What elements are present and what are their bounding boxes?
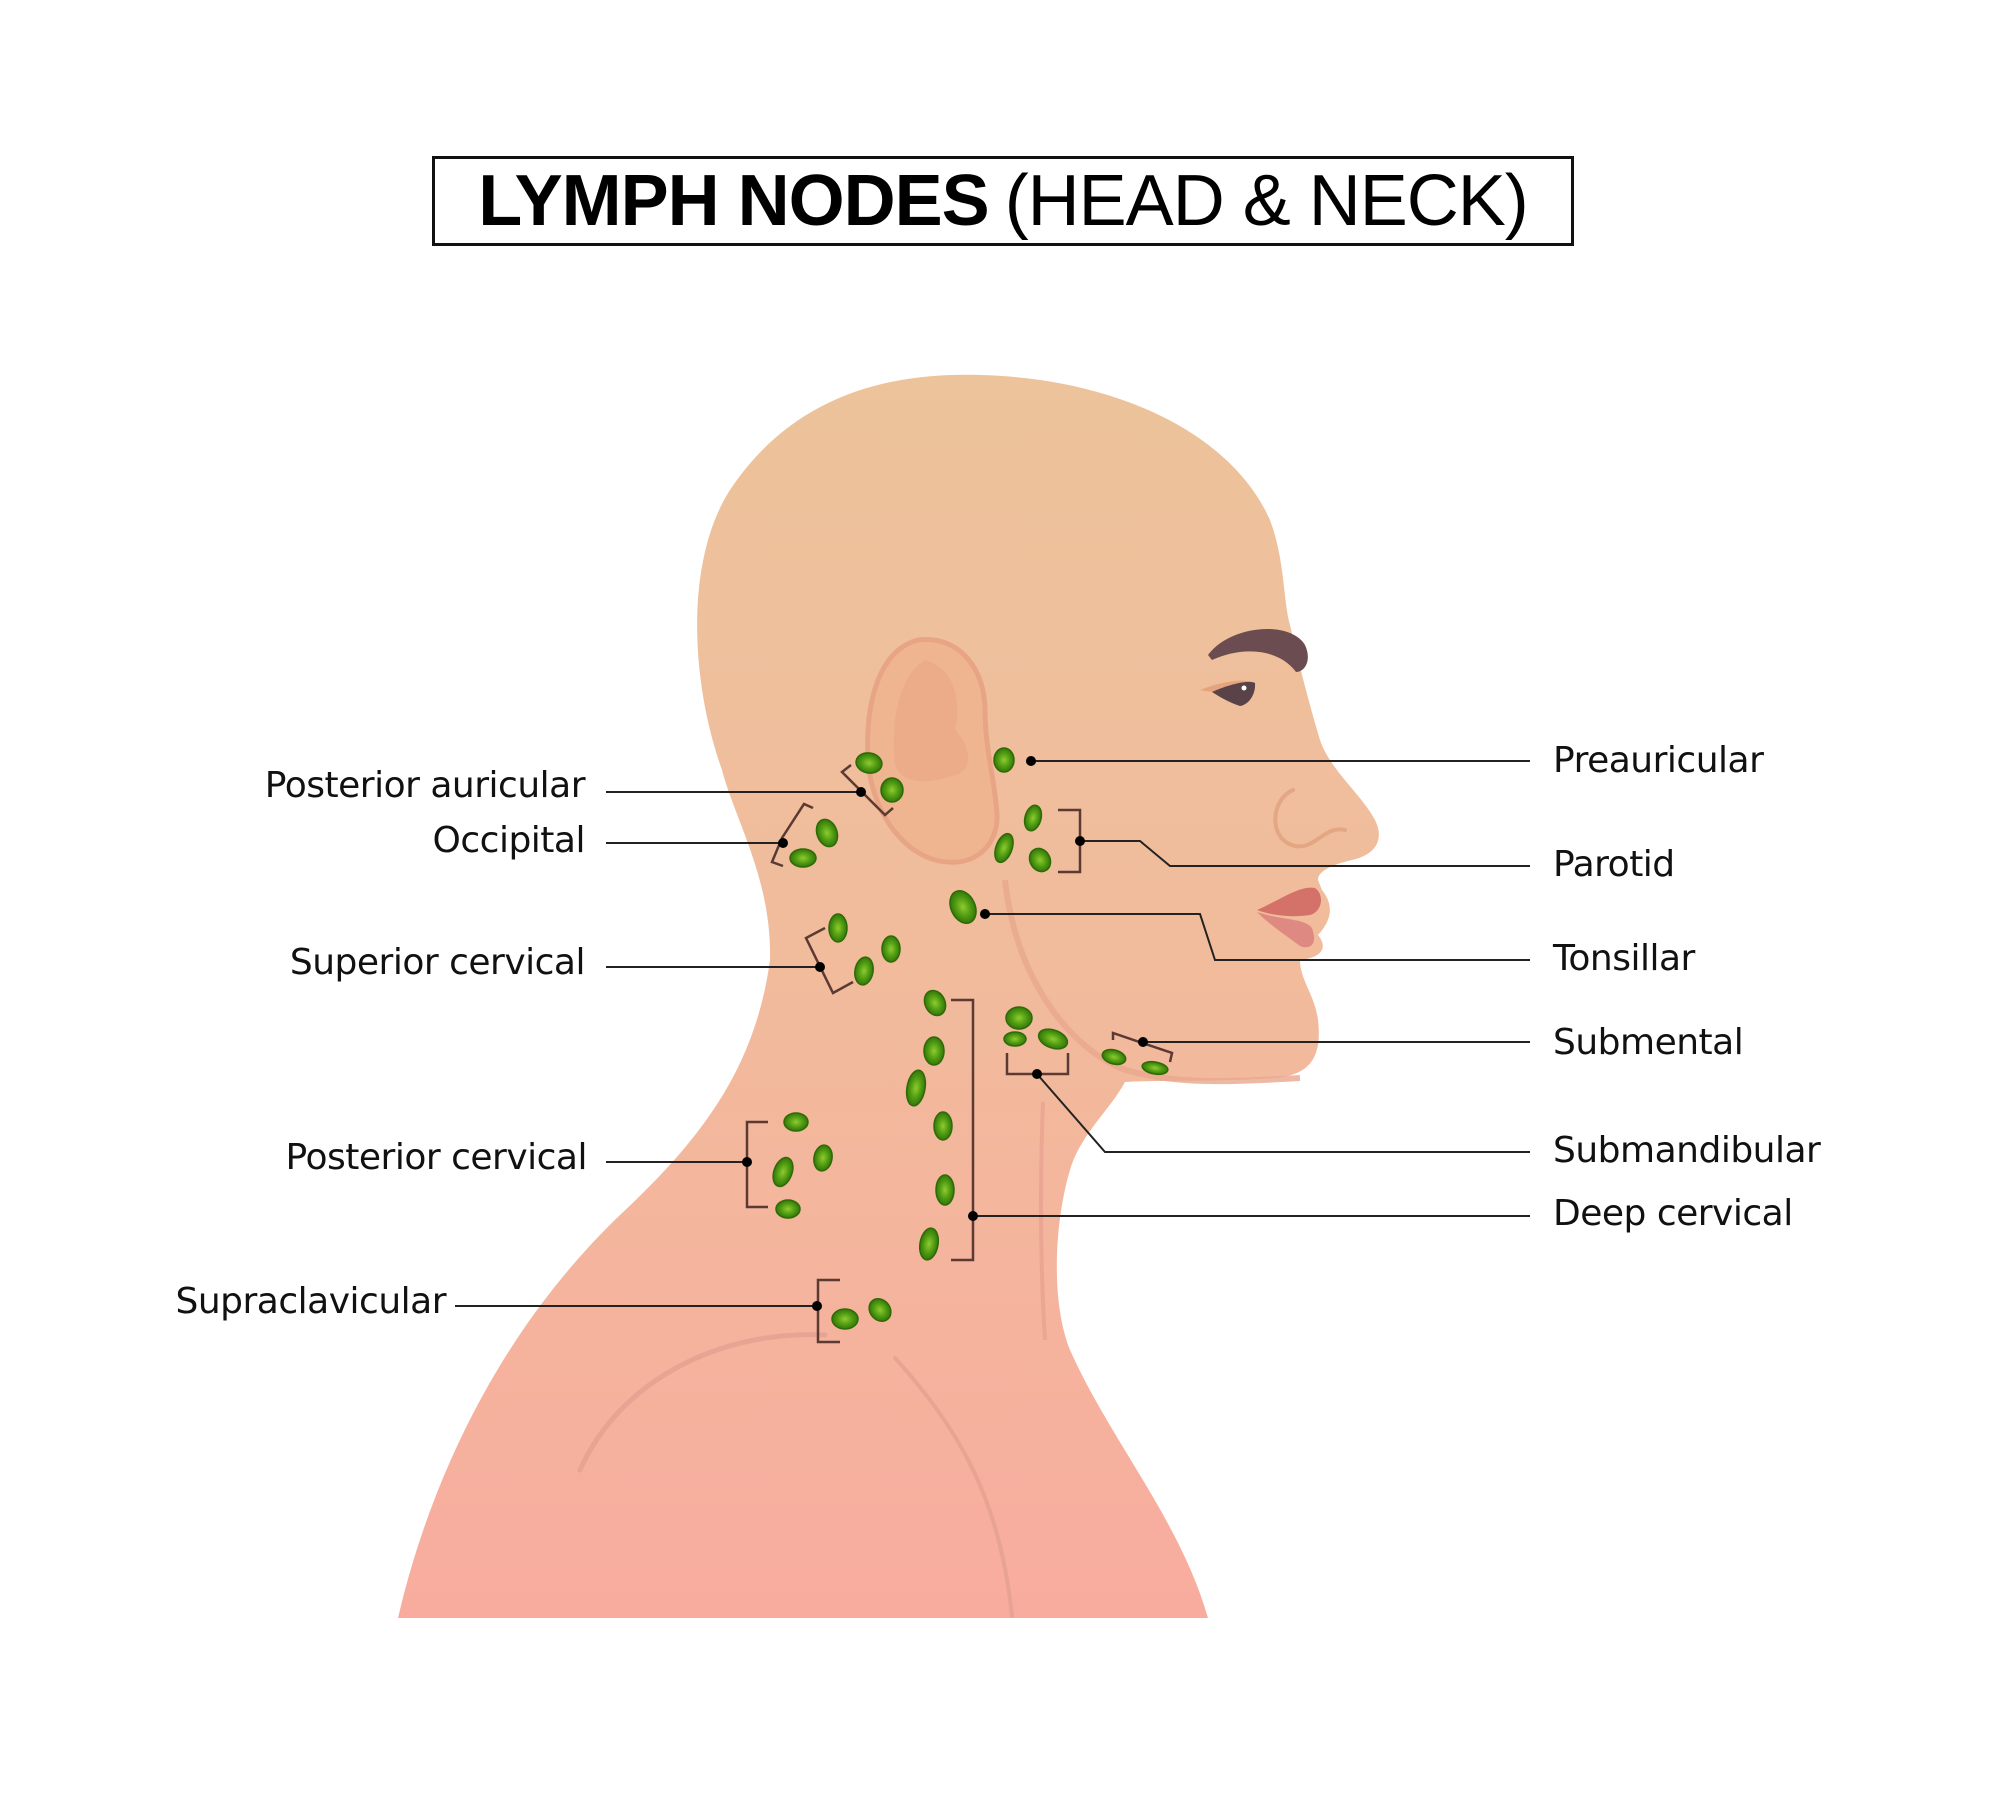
shoulder-curve bbox=[577, 1332, 828, 1473]
eyebrow bbox=[1208, 628, 1308, 672]
head-body-silhouette bbox=[398, 374, 1379, 1618]
eye bbox=[1200, 680, 1256, 706]
label-occipital: Occipital bbox=[432, 820, 586, 861]
label-preauricular: Preauricular bbox=[1553, 740, 1764, 781]
leader-lines-right bbox=[973, 760, 1530, 1217]
jaw-line bbox=[1002, 879, 1301, 1085]
chest-curve bbox=[893, 1356, 1014, 1618]
title-bold: LYMPH NODES bbox=[478, 161, 989, 241]
label-submandibular: Submandibular bbox=[1553, 1130, 1821, 1171]
neck-line bbox=[1038, 1101, 1047, 1341]
label-superior-cervical: Superior cervical bbox=[289, 942, 586, 983]
label-parotid: Parotid bbox=[1553, 844, 1675, 885]
leader-parotid bbox=[1083, 840, 1530, 867]
bracket-deep-cervical bbox=[951, 998, 975, 1262]
leader-lines-left bbox=[455, 791, 862, 1307]
lips bbox=[1257, 887, 1322, 948]
leader-tonsillar bbox=[985, 913, 1530, 961]
bracket-occipital bbox=[770, 802, 814, 868]
ear bbox=[865, 637, 1000, 865]
title-subtitle: (HEAD & NECK) bbox=[1004, 161, 1529, 241]
lymph-nodes bbox=[772, 747, 1169, 1330]
label-supraclavicular: Supraclavicular bbox=[175, 1281, 446, 1322]
label-tonsillar: Tonsillar bbox=[1553, 938, 1695, 979]
title-box: LYMPH NODES (HEAD & NECK) bbox=[432, 156, 1574, 246]
label-posterior-cervical: Posterior cervical bbox=[285, 1137, 588, 1178]
leader-submandibular bbox=[1036, 1073, 1530, 1153]
label-deep-cervical: Deep cervical bbox=[1553, 1193, 1793, 1234]
anchor-dots bbox=[742, 756, 1148, 1311]
bracket-supraclavicular bbox=[816, 1278, 840, 1344]
nostril bbox=[1273, 788, 1347, 849]
label-posterior-auricular: Posterior auricular bbox=[264, 765, 586, 806]
label-submental: Submental bbox=[1553, 1022, 1744, 1063]
